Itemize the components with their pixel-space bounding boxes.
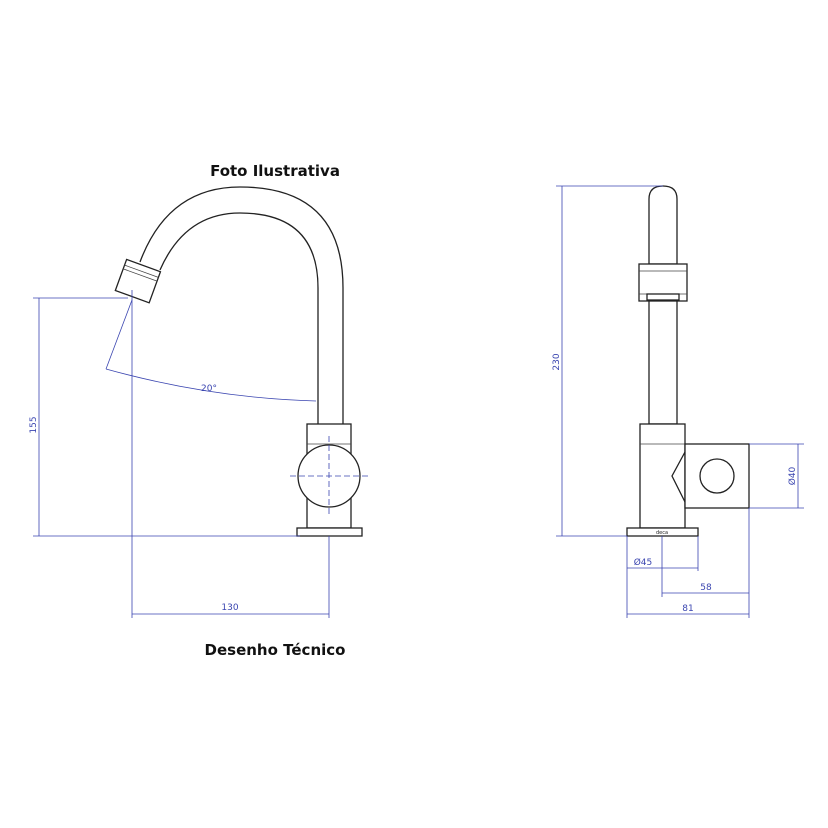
handle-block bbox=[684, 443, 750, 509]
dim-230-label: 230 bbox=[552, 353, 562, 370]
faucet-base bbox=[296, 527, 363, 537]
dim-angle: 20° bbox=[105, 299, 317, 402]
spout-outer-line bbox=[139, 186, 344, 424]
dim-angle-label: 20° bbox=[201, 384, 217, 394]
dim-58-label: 58 bbox=[700, 583, 712, 593]
dim-81-label: 81 bbox=[682, 604, 693, 614]
photo-caption: Foto Ilustrativa bbox=[210, 162, 340, 180]
spout-top bbox=[648, 185, 678, 265]
aerator bbox=[114, 258, 162, 304]
faucet-front-view: deca bbox=[626, 185, 750, 537]
dim-diameter-40-label: Ø40 bbox=[787, 466, 798, 485]
dim-130-label: 130 bbox=[221, 603, 238, 613]
dim-130: 130 bbox=[131, 290, 329, 618]
dim-diameter-45: Ø45 bbox=[626, 536, 699, 618]
brand-logo: deca bbox=[656, 530, 668, 536]
dim-155-label: 155 bbox=[29, 416, 39, 433]
dim-58: 58 bbox=[661, 508, 750, 597]
dim-81: 81 bbox=[627, 597, 750, 618]
faucet-base-front bbox=[626, 527, 699, 537]
spout-pipe bbox=[648, 300, 678, 425]
handle-knob-front bbox=[699, 458, 735, 494]
technical-drawing-caption: Desenho Técnico bbox=[204, 641, 346, 659]
dim-155: 155 bbox=[29, 297, 300, 537]
dim-230: 230 bbox=[552, 185, 663, 537]
faucet-side-view bbox=[114, 186, 370, 618]
dim-diameter-40: Ø40 bbox=[749, 443, 804, 509]
spout-inner-line bbox=[159, 212, 319, 424]
dim-diameter-45-label: Ø45 bbox=[634, 557, 653, 568]
